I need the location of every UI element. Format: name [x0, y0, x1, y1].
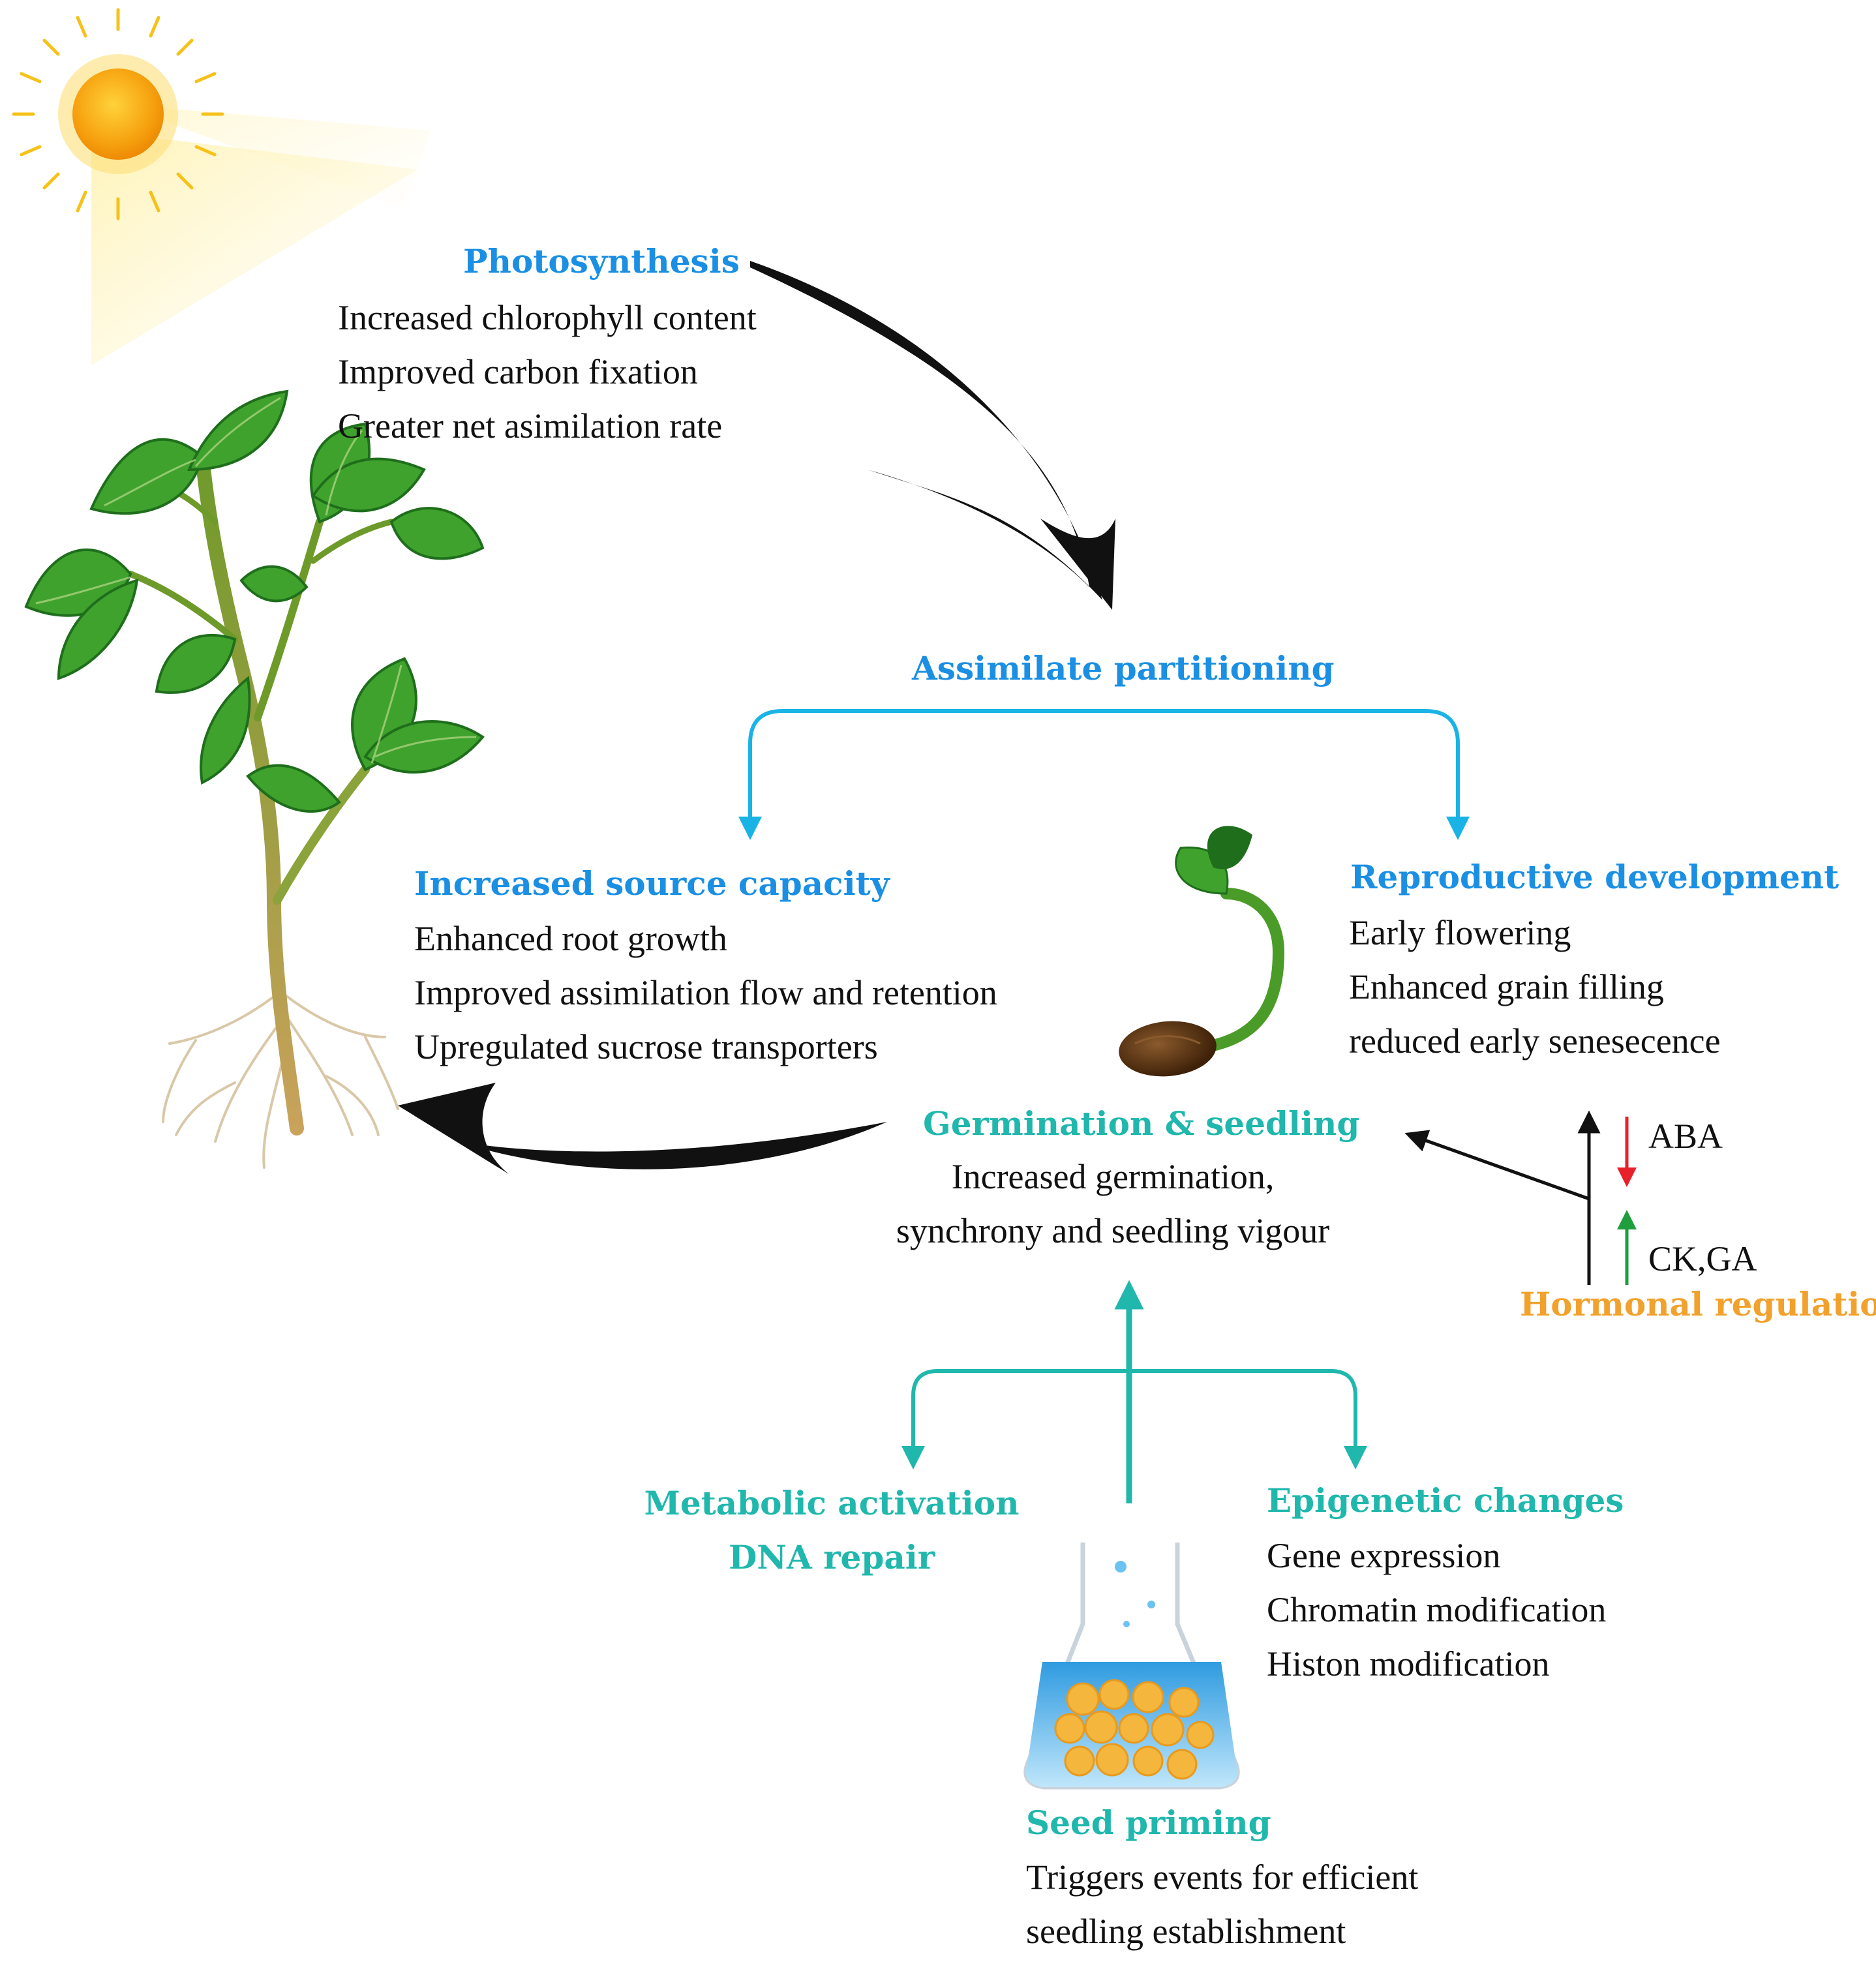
photosynthesis-line-1: Increased chlorophyll content: [338, 298, 757, 337]
photosynthesis-title: Photosynthesis: [463, 242, 740, 280]
epigenetic-title: Epigenetic changes: [1267, 1481, 1624, 1520]
germination-title: Germination & seedling: [923, 1104, 1359, 1143]
plant-icon: [24, 389, 485, 1169]
priming-line-1: Triggers events for efficient: [1026, 1858, 1418, 1897]
source-line-1: Enhanced root growth: [414, 919, 727, 958]
epigenetic-line-1: Gene expression: [1267, 1536, 1500, 1575]
germination-line-2: synchrony and seedling vigour: [896, 1211, 1329, 1250]
source-title: Increased source capacity: [414, 864, 891, 903]
ckga-label: CK,GA: [1648, 1239, 1757, 1278]
photosynthesis-line-2: Improved carbon fixation: [338, 352, 698, 391]
hormonal-to-germination-arrow: [1404, 1130, 1590, 1201]
priming-line-2: seedling establishment: [1026, 1912, 1346, 1951]
source-line-2: Improved assimilation flow and retention: [414, 973, 997, 1012]
hormonal-title: Hormonal regulation: [1520, 1285, 1876, 1323]
metabolic-line-2: DNA repair: [729, 1538, 935, 1576]
flask-icon: [1023, 1543, 1240, 1790]
assimilate-title: Assimilate partitioning: [911, 649, 1335, 687]
epigenetic-line-3: Histon modification: [1267, 1644, 1549, 1683]
photosynthesis-arrow: [750, 261, 1102, 600]
germination-to-plant-arrow: [457, 1122, 887, 1169]
reproductive-title: Reproductive development: [1350, 858, 1839, 896]
germination-to-plant-arrowhead: [398, 1083, 509, 1174]
assimilate-bracket: [738, 709, 1470, 840]
source-line-3: Upregulated sucrose transporters: [414, 1027, 878, 1066]
photosynthesis-line-3: Greater net asimilation rate: [338, 406, 722, 445]
reproductive-line-1: Early flowering: [1349, 913, 1571, 952]
metabolic-line-1: Metabolic activation: [644, 1484, 1020, 1522]
priming-title: Seed priming: [1026, 1803, 1271, 1842]
priming-bracket: [901, 1369, 1367, 1469]
germination-line-1: Increased germination,: [952, 1157, 1275, 1196]
reproductive-line-3: reduced early senesecence: [1349, 1021, 1721, 1061]
seedling-icon: [1119, 826, 1285, 1077]
photosynthesis-arrowhead: [1040, 519, 1115, 610]
sun-icon: [12, 8, 431, 365]
aba-label: ABA: [1648, 1117, 1723, 1156]
epigenetic-line-2: Chromatin modification: [1267, 1590, 1606, 1629]
reproductive-line-2: Enhanced grain filling: [1349, 967, 1664, 1006]
